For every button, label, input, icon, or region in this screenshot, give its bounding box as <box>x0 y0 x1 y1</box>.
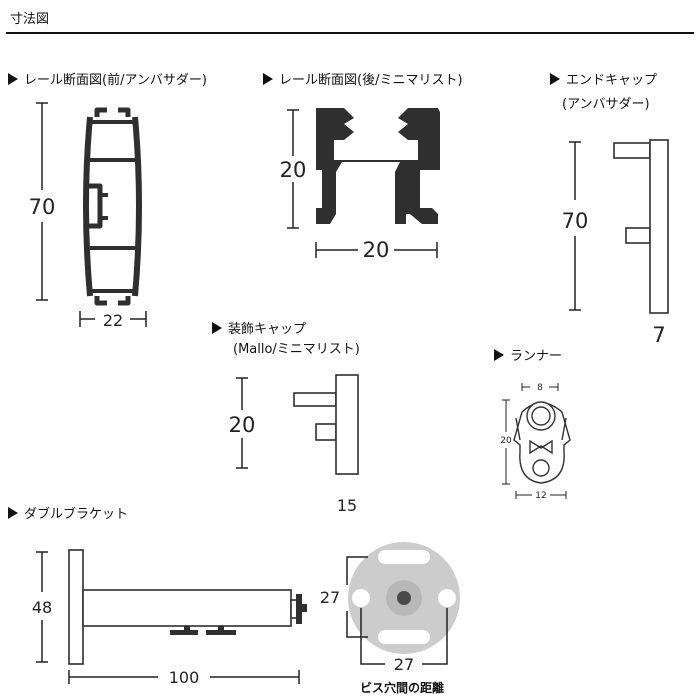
rail-front-height-dim <box>36 102 48 301</box>
screw-plate <box>348 542 460 654</box>
end-cap-width: 7 <box>652 323 665 347</box>
rail-back-height-dim <box>287 109 299 229</box>
triangle-bullet-icon <box>263 73 273 85</box>
triangle-bullet-icon <box>8 507 18 519</box>
bracket-side-view <box>68 549 298 665</box>
screw-plate-caption: ビス穴間の距離 <box>360 680 444 695</box>
rail-back-height: 20 <box>280 158 307 182</box>
triangle-bullet-icon <box>550 73 560 85</box>
rail-back-width-dim <box>315 242 438 258</box>
end-cap-label-2: (アンバサダー) <box>562 97 650 112</box>
end-cap-height-dim <box>569 141 581 311</box>
header-divider <box>6 32 694 34</box>
deco-cap-height-dim <box>236 377 248 469</box>
rail-front-label: レール断面図(前/アンバサダー) <box>24 73 208 88</box>
triangle-bullet-icon <box>212 322 222 334</box>
rail-front-height: 70 <box>29 195 56 219</box>
end-cap-label-1: エンドキャップ <box>566 73 658 88</box>
triangle-bullet-icon <box>494 349 504 361</box>
runner-dims <box>502 383 567 499</box>
screw-plate-dims <box>346 556 448 665</box>
deco-cap-label-1: 装飾キャップ <box>228 322 307 337</box>
bracket-label: ダブルブラケット <box>24 507 129 522</box>
deco-cap-height: 20 <box>229 413 256 437</box>
rail-front-width: 22 <box>103 311 123 330</box>
deco-cap-title: 装飾キャップ <box>212 321 306 339</box>
runner-top-width: 8 <box>537 383 543 393</box>
bracket-length-dim <box>68 670 300 684</box>
screw-plate-vertical: 27 <box>320 588 340 607</box>
rail-back-width: 20 <box>363 238 390 262</box>
rail-front-width-dim <box>79 311 147 327</box>
runner-height: 20 <box>500 436 512 446</box>
bracket-height: 48 <box>32 598 52 617</box>
page-title: 寸法図 <box>10 12 50 27</box>
end-cap-side-view <box>613 139 669 314</box>
runner-label: ランナー <box>510 349 563 364</box>
deco-cap-width: 15 <box>337 496 357 515</box>
rail-back-label: レール断面図(後/ミニマリスト) <box>279 73 463 88</box>
runner-drawing <box>513 401 571 484</box>
triangle-bullet-icon <box>8 73 18 85</box>
runner-title: ランナー <box>494 348 562 366</box>
end-cap-height: 70 <box>562 209 589 233</box>
screw-plate-horizontal: 27 <box>394 655 414 674</box>
deco-cap-side-view <box>293 374 359 475</box>
rail-front-title: レール断面図(前/アンバサダー) <box>8 72 207 90</box>
runner-bottom-width: 12 <box>535 491 546 501</box>
rail-back-profile <box>316 108 440 224</box>
bracket-length: 100 <box>169 668 200 687</box>
bracket-hooks <box>170 594 307 635</box>
rail-back-title: レール断面図(後/ミニマリスト) <box>263 72 463 90</box>
page-header: 寸法図 <box>0 0 700 34</box>
bracket-height-dim <box>36 551 48 663</box>
bracket-title: ダブルブラケット <box>8 506 128 524</box>
deco-cap-label-2: (Mallo/ミニマリスト) <box>233 342 360 357</box>
end-cap-title: エンドキャップ <box>550 72 657 90</box>
rail-front-profile <box>83 107 142 306</box>
